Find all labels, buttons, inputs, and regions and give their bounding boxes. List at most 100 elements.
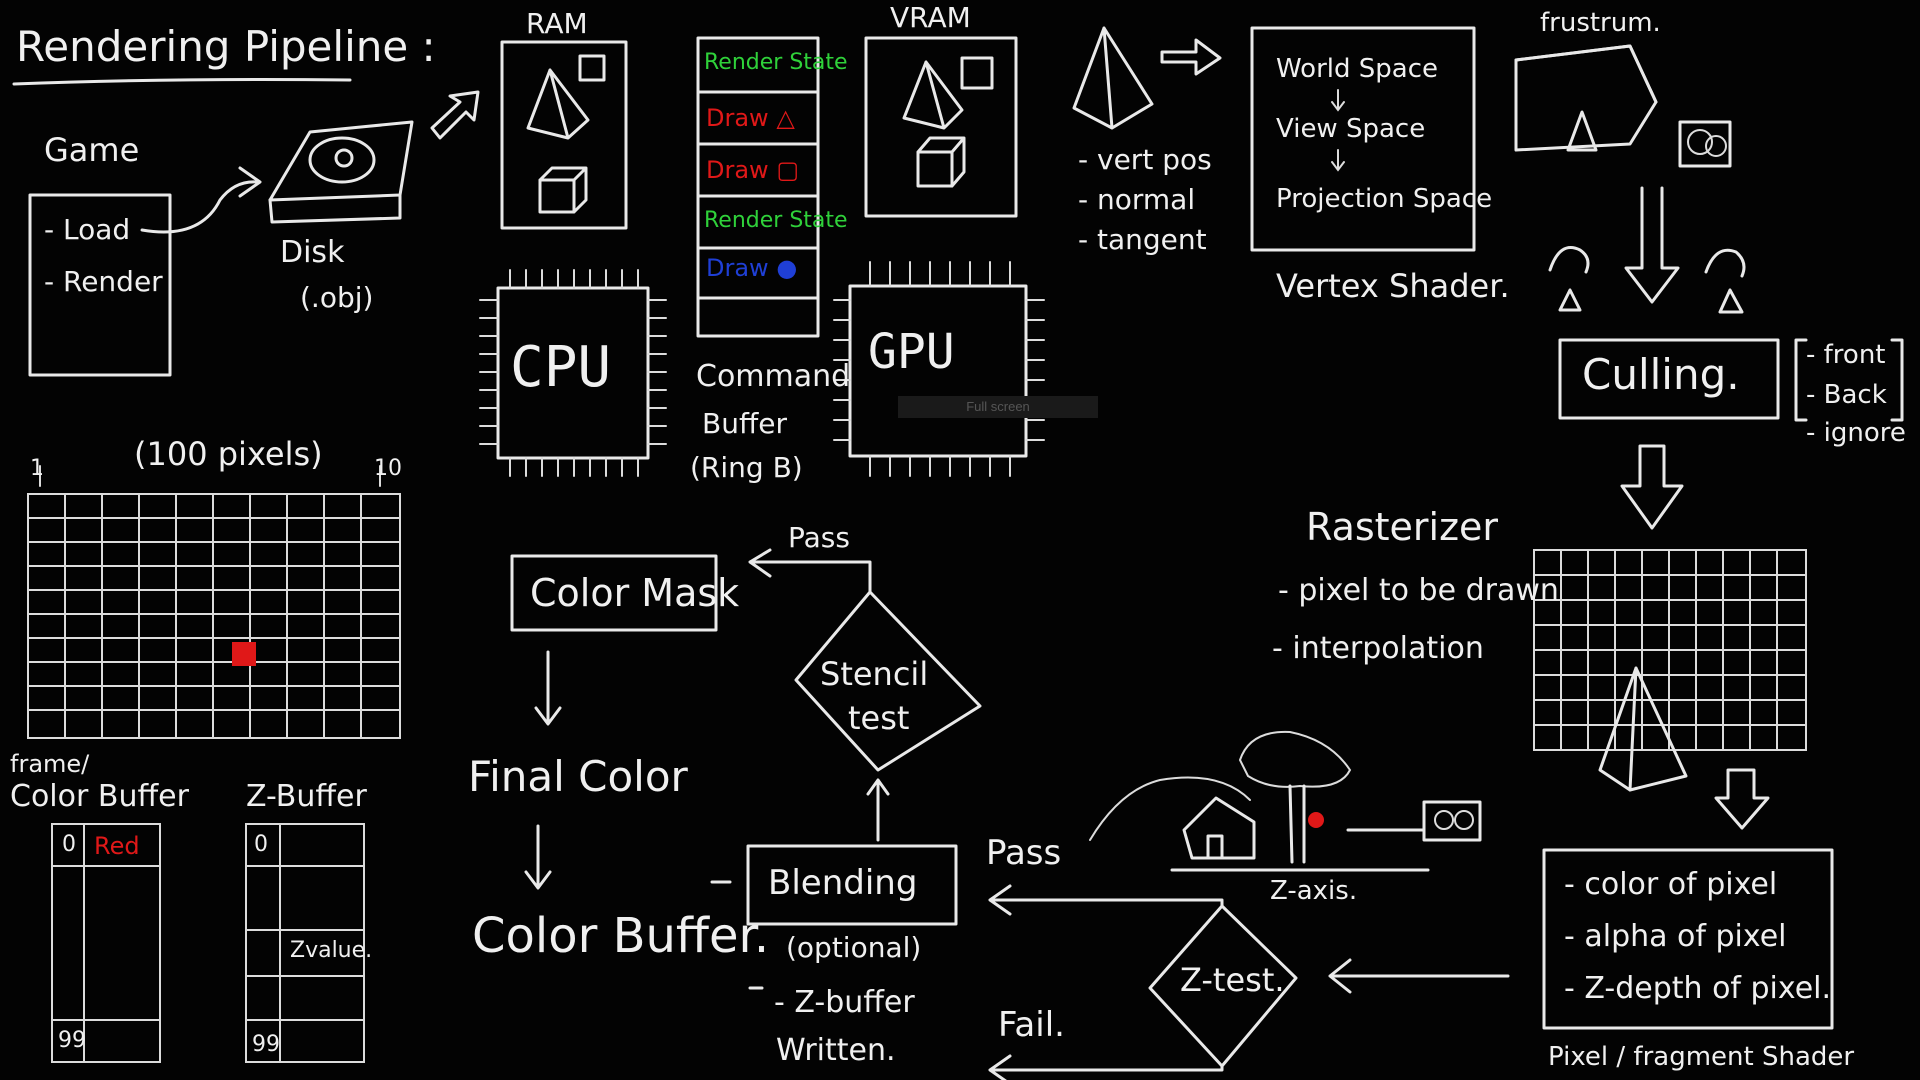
- disk-ext: (.obj): [300, 281, 374, 314]
- to-vertex-shader-arrow: [1160, 38, 1222, 76]
- culling-to-raster-arrow: [1620, 444, 1684, 530]
- color-buffer-table: [51, 823, 161, 1063]
- vram-pyramid-icon: [902, 60, 964, 130]
- gpu-chip: [833, 261, 1045, 477]
- z-test-label: Z-test.: [1180, 961, 1285, 999]
- command-entry-draw-pyramid: Draw △: [706, 104, 795, 132]
- fragment-item-zdepth: - Z-depth of pixel.: [1564, 971, 1832, 1006]
- game-item-load: - Load: [44, 213, 131, 246]
- zbuffer-written-1: - Z-buffer: [774, 985, 915, 1020]
- ram-label: RAM: [526, 7, 588, 40]
- ram-pyramid-icon: [526, 68, 590, 140]
- cpu-chip: [479, 269, 667, 477]
- scene-sketch: [1089, 730, 1482, 872]
- frustum-label: frustrum.: [1540, 8, 1661, 38]
- z-test-pass-arrow: [988, 884, 1224, 916]
- z-buffer-table: [245, 823, 365, 1063]
- blending-optional: (optional): [786, 931, 922, 964]
- disk-to-ram-arrow: [430, 90, 480, 140]
- z-buffer-row0: 0: [254, 832, 268, 857]
- color-buffer-label: Color Buffer: [10, 779, 189, 814]
- command-entry-render-state-2: Render State: [704, 208, 848, 233]
- color-buffer-row0: 0: [62, 832, 76, 857]
- vram-cube-icon: [916, 136, 966, 188]
- vertex-pyramid-icon: [1072, 26, 1154, 130]
- command-buffer-stack: [696, 36, 820, 338]
- z-test-fail-arrow: [988, 1054, 1224, 1080]
- pixel-grid-start: 1: [30, 456, 44, 481]
- vertex-attr-tangent: - tangent: [1078, 223, 1207, 256]
- command-buffer-label: Command: [696, 359, 851, 394]
- color-mask-box: [510, 554, 718, 632]
- frustum-to-culling-arrow: [1624, 186, 1680, 304]
- projection-space-label: Projection Space: [1276, 184, 1493, 214]
- color-buffer-row99: 99: [58, 1028, 86, 1053]
- disk-icon: [268, 120, 414, 224]
- world-space-label: World Space: [1276, 54, 1439, 84]
- command-entry-draw-sphere: Draw ●: [706, 254, 798, 282]
- z-axis-label: Z-axis.: [1270, 876, 1358, 906]
- vertex-shader-box: [1250, 26, 1476, 252]
- vram-box: [864, 36, 1018, 218]
- blending-to-stencil-arrow: [866, 778, 890, 842]
- culling-box: [1558, 338, 1780, 420]
- vram-texture-icon: [960, 56, 994, 90]
- fragment-shader-box: [1542, 848, 1834, 1030]
- game-item-render: - Render: [44, 265, 163, 298]
- title-underline: [12, 78, 352, 86]
- pixel-grid-label: (100 pixels): [134, 435, 323, 473]
- rasterizer-item-pixels: - pixel to be drawn: [1278, 573, 1559, 608]
- fragment-to-ztest-arrow: [1328, 958, 1510, 994]
- stencil-pass-arrow: [748, 548, 872, 594]
- blending-box: [746, 844, 958, 926]
- z-test-pass-label: Pass: [986, 833, 1062, 873]
- rasterizer-label: Rasterizer: [1306, 505, 1499, 549]
- color-mask-label: Color Mask: [530, 571, 740, 615]
- fragment-item-alpha: - alpha of pixel: [1564, 919, 1787, 954]
- back-face-icon: [1704, 248, 1746, 314]
- game-label: Game: [44, 131, 140, 169]
- z-buffer-label: Z-Buffer: [246, 779, 367, 814]
- page-title: Rendering Pipeline :: [16, 22, 436, 71]
- blending-label: Blending: [768, 863, 918, 903]
- raster-to-fragment-arrow: [1714, 768, 1770, 830]
- stencil-label-2: test: [848, 699, 910, 737]
- ram-cube-icon: [538, 166, 588, 214]
- command-entry-render-state-1: Render State: [704, 50, 848, 75]
- command-entry-draw-cube: Draw ▢: [706, 156, 799, 184]
- stencil-pass-label: Pass: [788, 521, 850, 554]
- cpu-label: CPU: [510, 335, 612, 400]
- culling-option-front: - front: [1806, 340, 1886, 370]
- frustum-icon: [1514, 44, 1732, 168]
- vertex-shader-label: Vertex Shader.: [1276, 267, 1510, 305]
- stencil-label: Stencil: [820, 655, 929, 693]
- final-color-buffer-label: Color Buffer.: [472, 908, 770, 964]
- frame-label: frame/: [10, 750, 90, 778]
- game-box: [28, 193, 172, 377]
- pixel-grid-end: 10: [374, 456, 402, 481]
- disk-label: Disk: [280, 235, 345, 270]
- z-buffer-value: Zvalue.: [290, 938, 373, 963]
- final-color-label: Final Color: [468, 752, 688, 801]
- view-space-label: View Space: [1276, 114, 1426, 144]
- fragment-item-color: - color of pixel: [1564, 867, 1778, 902]
- game-to-disk-arrow: [140, 180, 260, 234]
- fragment-shader-label: Pixel / fragment Shader: [1548, 1042, 1855, 1072]
- vertex-attr-normal: - normal: [1078, 183, 1196, 216]
- zbuffer-written-2: Written.: [776, 1033, 896, 1068]
- pixel-grid: [27, 465, 401, 739]
- rasterizer-item-interpolation: - interpolation: [1272, 631, 1484, 666]
- ram-box: [500, 40, 628, 230]
- culling-label: Culling.: [1582, 350, 1740, 399]
- vram-label: VRAM: [890, 1, 971, 34]
- culling-option-ignore: - ignore: [1806, 418, 1906, 448]
- command-buffer-ring: (Ring B): [690, 451, 803, 484]
- color-buffer-red: Red: [94, 832, 140, 860]
- front-face-icon: [1548, 246, 1590, 312]
- ram-texture-icon: [578, 54, 606, 82]
- fullscreen-hint[interactable]: Full screen: [898, 396, 1098, 418]
- command-buffer-label-2: Buffer: [702, 407, 787, 440]
- stencil-diamond: [794, 590, 982, 772]
